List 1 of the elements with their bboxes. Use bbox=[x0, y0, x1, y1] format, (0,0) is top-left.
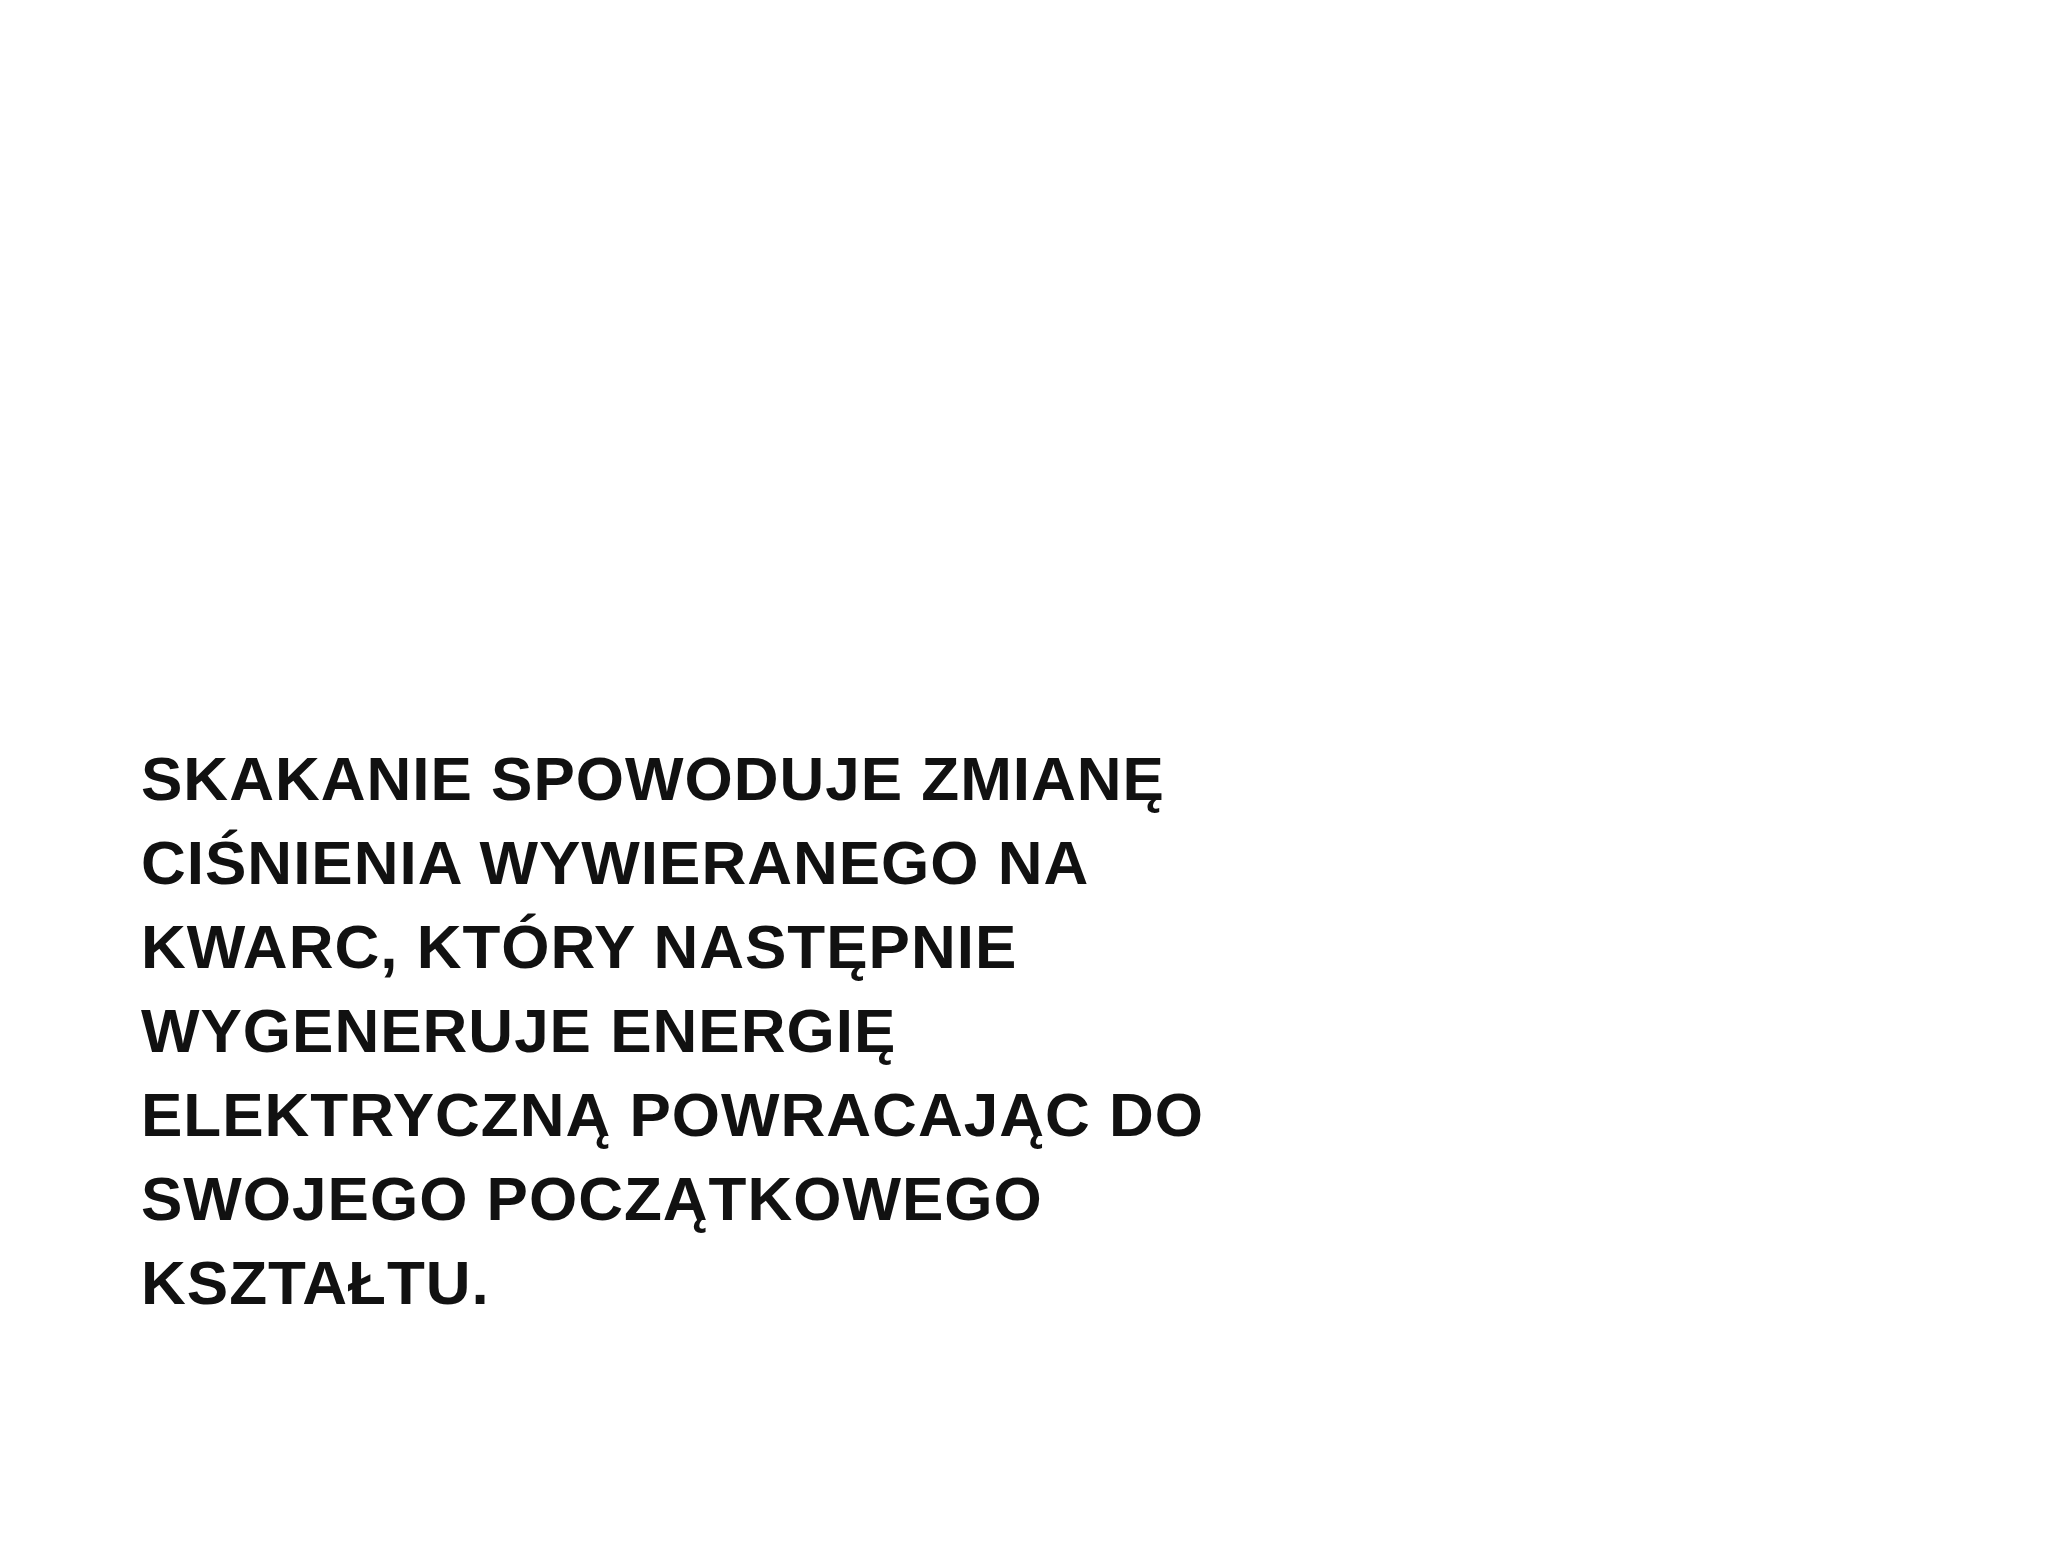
handwritten-note: SKAKANIE SPOWODUJE ZMIANĘ CIŚNIENIA WYWIERANEGO NA KWARC, KTÓRY NASTĘPNIE WYGENERUJE ENERGIĘ ELEKTRYCZNĄ POWRACAJĄC DO SWOJEGO POCZĄTKOWEGO KSZTAŁTU. bbox=[141, 743, 1205, 1319]
